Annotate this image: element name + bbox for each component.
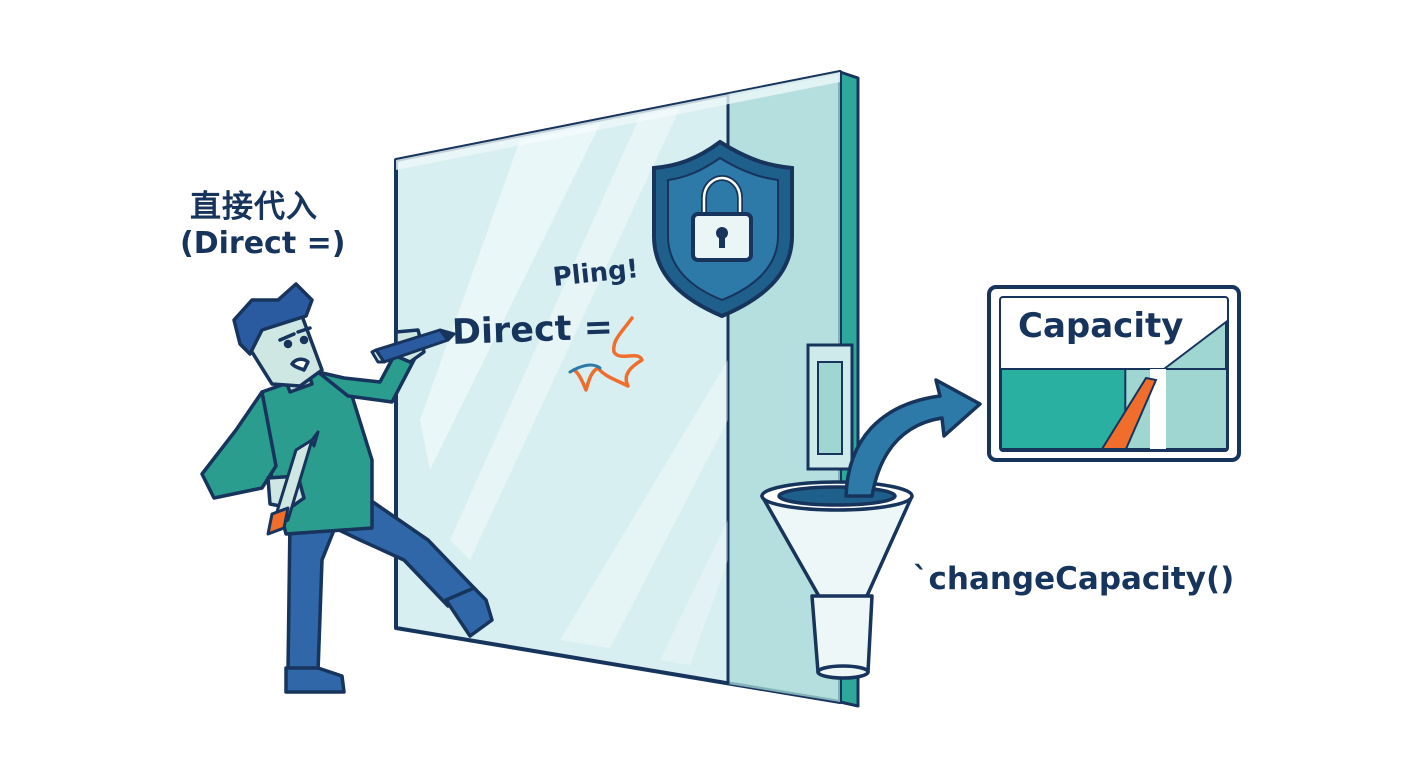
arrow-icon <box>844 378 982 498</box>
method-name-label: `changeCapacity() <box>913 561 1235 597</box>
funnel-icon <box>760 480 914 680</box>
capacity-gauge-fill <box>1000 368 1127 450</box>
padlock-icon <box>691 174 753 262</box>
capacity-needle <box>1100 376 1158 450</box>
capacity-title: Capacity <box>1018 306 1184 346</box>
direct-assignment-label-en: (Direct =) <box>180 226 346 261</box>
impact-spark <box>568 316 644 392</box>
capacity-panel <box>987 285 1241 462</box>
glass-wall <box>394 70 860 708</box>
person-lower-arm <box>200 390 278 500</box>
capacity-wedge <box>1161 319 1227 370</box>
glass-writing-label: Direct = <box>451 307 614 353</box>
shield-lock-icon <box>652 139 794 319</box>
person-back-leg <box>286 518 340 674</box>
direct-assignment-label-jp: 直接代入 <box>190 189 318 225</box>
person-hair <box>232 282 314 356</box>
pencil-icon <box>370 328 456 364</box>
pencil-orange <box>266 430 320 536</box>
glass-reflections <box>420 108 728 665</box>
